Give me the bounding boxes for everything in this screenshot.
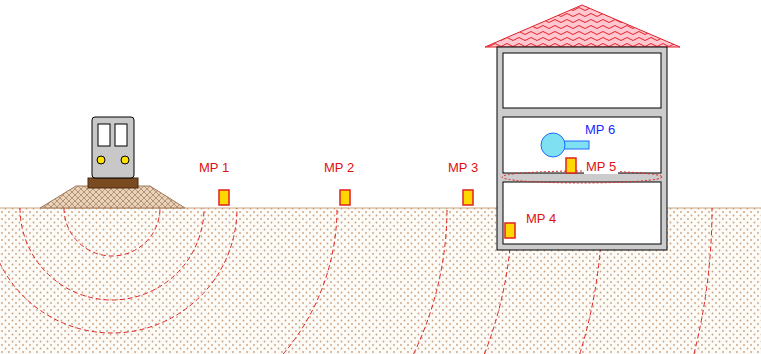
floor-vibration <box>502 171 662 183</box>
callout-label: MP 2 <box>322 160 356 175</box>
callout-label: MP 4 <box>524 211 558 226</box>
microphone <box>541 133 565 157</box>
house-wall <box>497 47 667 250</box>
train-window <box>98 124 110 146</box>
room <box>503 182 661 244</box>
sensor <box>219 190 229 205</box>
microphone-handle <box>562 141 589 149</box>
callout-label: MP 1 <box>197 160 231 175</box>
wave-front <box>283 208 337 354</box>
wave-front <box>0 208 237 333</box>
sensor <box>505 223 515 238</box>
callout-label: MP 6 <box>583 122 617 137</box>
roof <box>485 5 680 47</box>
headlight <box>121 156 129 164</box>
wave-front <box>414 208 447 354</box>
headlight <box>97 156 105 164</box>
callout-label: MP 3 <box>446 160 480 175</box>
wave-front <box>20 208 204 300</box>
wave-front <box>694 208 712 354</box>
sensor <box>463 190 473 205</box>
room <box>503 53 661 108</box>
room <box>503 117 661 173</box>
wave-front <box>64 208 160 256</box>
rail-sleeper <box>88 178 138 188</box>
train <box>92 117 134 178</box>
callout-label: MP 5 <box>584 159 618 174</box>
train-window <box>115 124 127 146</box>
embankment <box>40 186 185 208</box>
sensor <box>566 158 576 173</box>
sensor <box>340 190 350 205</box>
